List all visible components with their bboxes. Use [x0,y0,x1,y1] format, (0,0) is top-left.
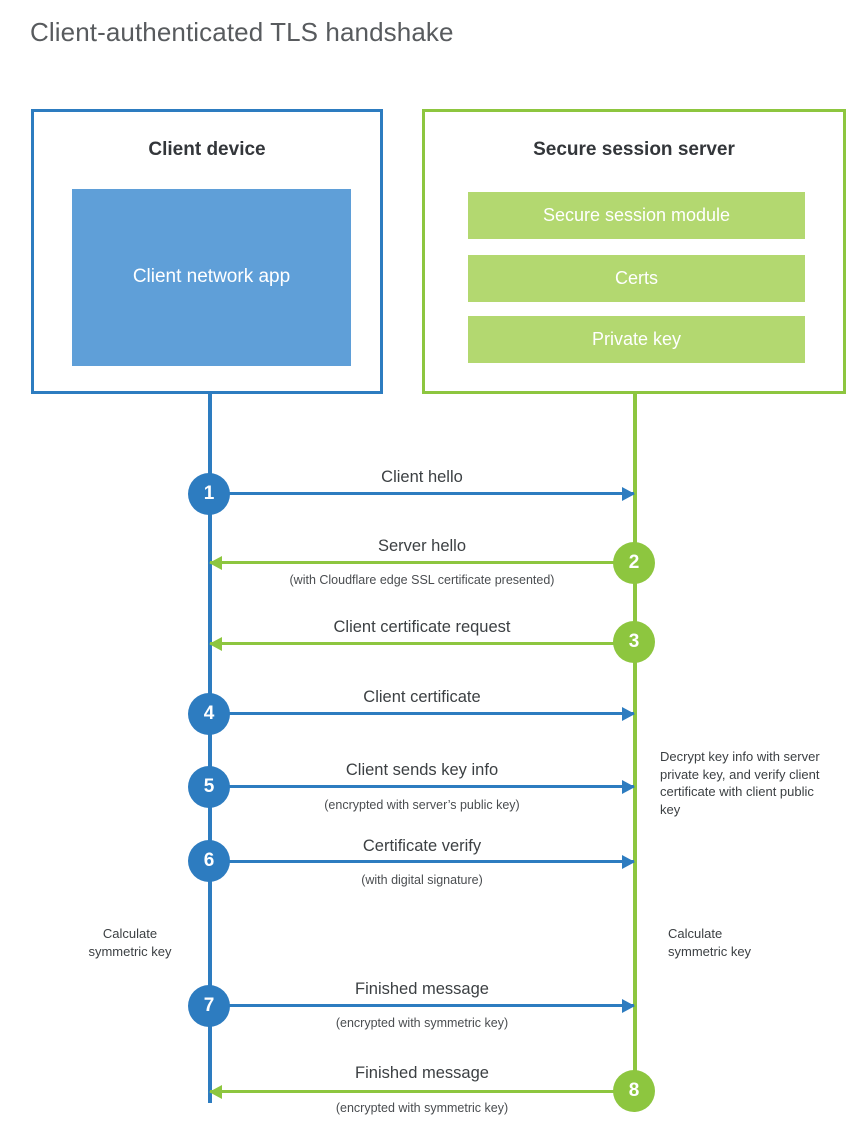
step-4-marker: 4 [188,693,230,735]
page-title: Client-authenticated TLS handshake [30,17,454,47]
step-5-label: Client sends key info [345,761,499,779]
step-8-arrow [209,1084,634,1099]
certs-block: Certs [468,255,805,302]
client-lifeline [208,393,212,1103]
arrowhead-icon [622,854,635,869]
arrowhead-icon [622,486,635,501]
step-5-marker: 5 [188,766,230,808]
server-calculate-note-line1: Calculate [668,926,723,941]
step-4-arrow [210,706,635,721]
arrowhead-icon [209,1084,222,1099]
step-2-label: Server hello [377,537,467,555]
step-6-arrow [210,854,635,869]
step-4-label: Client certificate [363,688,481,706]
server-lifeline [633,393,637,1093]
step-5-sublabel: (encrypted with server’s public key) [324,798,520,812]
secure-session-server-title: Secure session server [533,139,735,160]
client-device-box: Client device Client network app [31,109,383,394]
server-decrypt-note: Decrypt key info with server private key… [660,749,820,817]
step-1-label: Client hello [381,468,463,486]
step-8-sublabel: (encrypted with symmetric key) [335,1101,509,1115]
step-5-arrow [210,779,635,794]
step-3-marker: 3 [613,621,655,663]
private-key-block: Private key [468,316,805,363]
step-6-sublabel: (with digital signature) [361,873,483,887]
arrowhead-icon [622,779,635,794]
secure-session-server-box: Secure session server Secure session mod… [422,109,846,394]
step-7-label: Finished message [355,980,489,998]
client-calculate-note: Calculate symmetric key [60,925,200,960]
step-6-marker: 6 [188,840,230,882]
step-6-label: Certificate verify [362,837,482,855]
client-network-app-block: Client network app [72,189,351,366]
arrowhead-icon [209,636,222,651]
step-2-marker: 2 [613,542,655,584]
step-3-label: Client certificate request [333,618,511,636]
step-7-arrow [210,998,635,1013]
client-device-title: Client device [148,139,266,160]
step-8-marker: 8 [613,1070,655,1112]
step-1-marker: 1 [188,473,230,515]
server-calculate-note-line2: symmetric key [668,943,752,959]
arrowhead-icon [622,706,635,721]
step-2-arrow [209,555,634,570]
step-7-sublabel: (encrypted with symmetric key) [335,1016,509,1030]
arrowhead-icon [209,555,222,570]
step-2-sublabel: (with Cloudflare edge SSL certificate pr… [289,573,555,587]
arrowhead-icon [622,998,635,1013]
step-7-marker: 7 [188,985,230,1027]
client-calculate-note-line2: symmetric key [88,943,172,959]
step-8-label: Finished message [355,1064,489,1082]
client-calculate-note-line1: Calculate [102,926,158,941]
step-3-arrow [209,636,634,651]
server-calculate-note: Calculate symmetric key [668,925,818,960]
step-1-arrow [210,486,635,501]
secure-session-module-block: Secure session module [468,192,805,239]
